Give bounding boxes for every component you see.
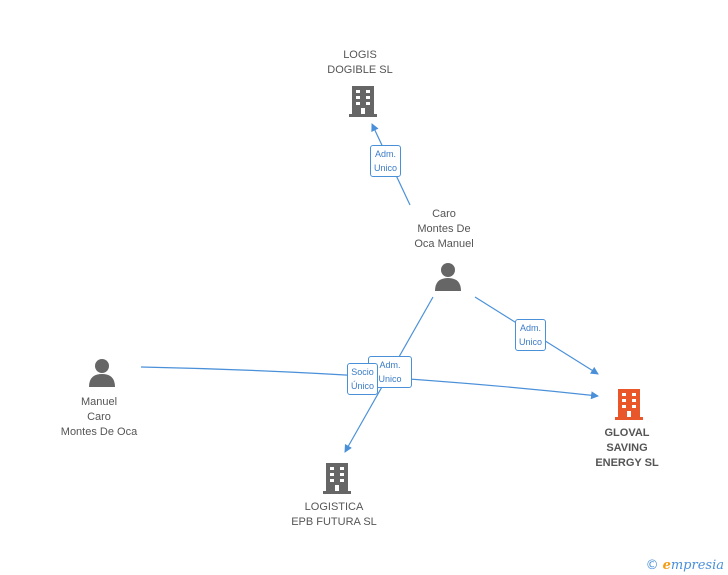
building-icon[interactable]	[347, 84, 379, 123]
node-label-logis: LOGIS DOGIBLE SL	[327, 49, 393, 76]
node-label-logistica: LOGISTICA EPB FUTURA SL	[291, 501, 377, 528]
building-icon[interactable]	[321, 461, 353, 500]
node-label-gloval: GLOVAL SAVING ENERGY SL	[595, 427, 659, 469]
copyright-icon: ©	[645, 558, 659, 573]
person-icon[interactable]	[433, 261, 463, 296]
node-label-caro: Caro Montes De Oca Manuel	[414, 208, 474, 250]
relation-label-manuel-logistica[interactable]: Socio Único	[347, 363, 379, 395]
relation-label-caro-gloval[interactable]: Adm. Unico	[515, 319, 547, 351]
person-icon[interactable]	[87, 357, 117, 392]
building-icon[interactable]	[613, 387, 645, 426]
brand-footer: ©empresia	[646, 558, 724, 573]
brand-logo-e: e	[662, 558, 671, 573]
node-label-manuel: Manuel Caro Montes De Oca	[60, 396, 138, 438]
brand-logo-text: mpresia	[670, 558, 724, 573]
relation-label-caro-logis[interactable]: Adm. Unico	[370, 145, 402, 177]
